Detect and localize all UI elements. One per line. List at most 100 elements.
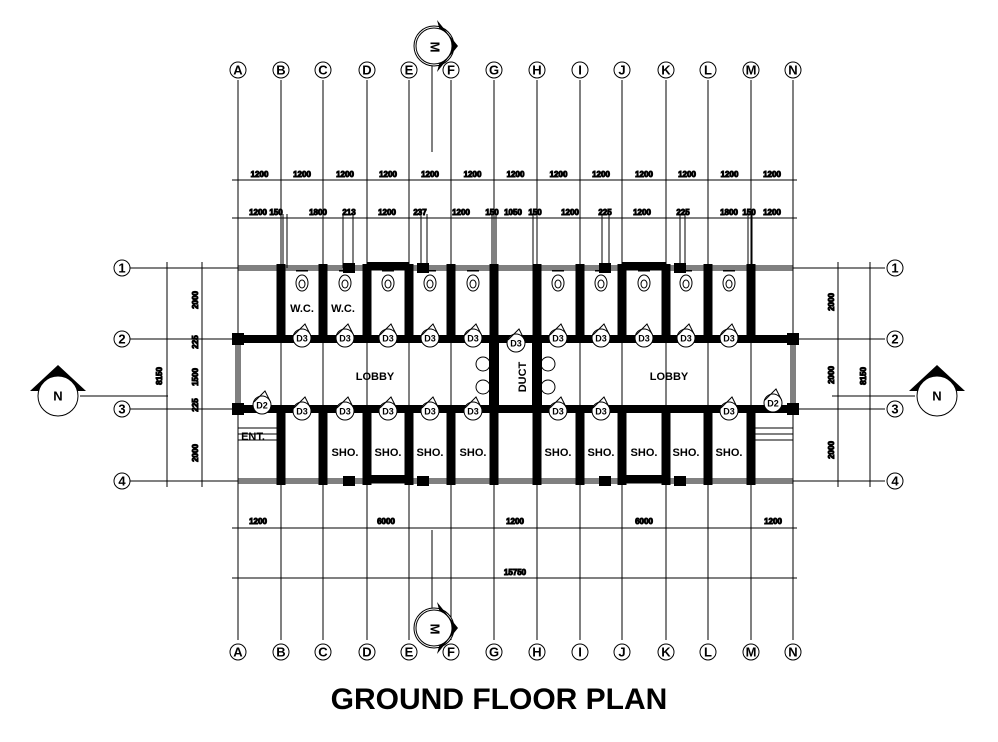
column xyxy=(417,263,429,273)
door-tag-circle xyxy=(763,393,783,413)
grid-label-n: N xyxy=(788,62,797,77)
wall xyxy=(489,264,499,343)
dim-value: 225 xyxy=(598,208,612,217)
wall xyxy=(703,405,713,485)
door-tag-circle xyxy=(548,401,568,421)
toilet-icon xyxy=(637,274,651,292)
toilet-icon xyxy=(722,274,736,292)
grid-bubble-d xyxy=(358,643,376,661)
drawing-title: GROUND FLOOR PLAN xyxy=(330,683,668,716)
room-label-shower: SHO. xyxy=(716,447,743,459)
grid-bubble-i xyxy=(571,643,589,661)
grid-bubble-h xyxy=(528,643,546,661)
door-swing xyxy=(379,396,397,409)
grid-label-a: A xyxy=(233,62,243,77)
grid-bubble-4 xyxy=(886,472,904,490)
dim-value: 1200 xyxy=(633,208,651,217)
column xyxy=(232,403,244,415)
grid-bubble-h xyxy=(528,61,546,79)
door-tag-circle xyxy=(252,395,272,415)
grid-label-e: E xyxy=(405,62,414,77)
dim-value: 1200 xyxy=(249,208,267,217)
door-tag-label: D3 xyxy=(552,333,564,343)
section-label: M xyxy=(428,624,443,635)
wall xyxy=(617,264,627,343)
grid-bubble-n xyxy=(784,61,802,79)
dim-value: 150 xyxy=(485,208,499,217)
grid-lines xyxy=(130,80,885,640)
grid-label-l: L xyxy=(704,62,712,77)
room-label-shower: SHO. xyxy=(332,447,359,459)
grid-bubble-e xyxy=(400,61,418,79)
wall xyxy=(532,339,542,409)
dim-value: 1800 xyxy=(720,208,738,217)
dim-value: 237 xyxy=(413,208,427,217)
grid-bubble-a xyxy=(229,61,247,79)
toilet-bowl xyxy=(384,279,392,289)
door-tag-label: D3 xyxy=(382,333,394,343)
dim-total: 15750 xyxy=(504,568,527,577)
wall xyxy=(276,264,286,343)
dim-value: 2000 xyxy=(827,441,836,459)
grid-label-1: 1 xyxy=(891,260,898,275)
dim-value: 150 xyxy=(528,208,542,217)
door-tag-label: D3 xyxy=(467,333,479,343)
wall xyxy=(404,264,414,343)
dim-value: 150 xyxy=(742,208,756,217)
grid-bubble-k xyxy=(657,61,675,79)
door-swing xyxy=(549,323,567,336)
wall xyxy=(661,405,671,485)
wall xyxy=(622,475,666,483)
toilet-icon xyxy=(381,274,395,292)
door-tag-circle xyxy=(591,328,611,348)
grid-bubble-g xyxy=(485,61,503,79)
door-tag-label: D2 xyxy=(256,400,268,410)
section-marker-fill xyxy=(416,28,452,64)
toilet-bowl xyxy=(298,279,306,289)
room-label-lobby: LOBBY xyxy=(650,371,689,383)
toilet-bowl xyxy=(341,279,349,289)
dim-value: 1200 xyxy=(251,170,269,179)
room-label-shower: SHO. xyxy=(417,447,444,459)
grid-label-d: D xyxy=(362,644,371,659)
dim-value: 225 xyxy=(676,208,690,217)
wall xyxy=(622,262,666,270)
wall xyxy=(276,405,286,485)
door-tag-circle xyxy=(292,401,312,421)
door-tag-circle xyxy=(378,401,398,421)
dim-value: 2000 xyxy=(827,293,836,311)
door-tag-circle xyxy=(719,328,739,348)
grid-label-g: G xyxy=(489,644,499,659)
toilet-bowl xyxy=(426,279,434,289)
duct-circle xyxy=(475,356,491,372)
wall xyxy=(703,264,713,343)
toilet-bowl xyxy=(469,279,477,289)
room-label-shower: SHO. xyxy=(588,447,615,459)
door-swing xyxy=(421,323,439,336)
dim-value: 1200 xyxy=(764,517,782,526)
wall xyxy=(661,264,671,343)
wall xyxy=(446,264,456,343)
dim-value: 6000 xyxy=(635,517,653,526)
toilet-icon xyxy=(551,274,565,292)
door-tag-label: D3 xyxy=(424,406,436,416)
grid-bubble-i xyxy=(571,61,589,79)
grid-bubble-b xyxy=(272,61,290,79)
grid-label-b: B xyxy=(276,62,285,77)
dim-total: 8150 xyxy=(155,367,164,385)
dim-value: 1200 xyxy=(464,170,482,179)
wall xyxy=(746,405,756,485)
door-swing xyxy=(293,323,311,336)
door-tag-circle xyxy=(335,401,355,421)
column xyxy=(674,476,686,486)
dim-value: 1200 xyxy=(293,170,311,179)
grid-label-d: D xyxy=(362,62,371,77)
toilet-bowl xyxy=(725,279,733,289)
dim-total: 8150 xyxy=(859,367,868,385)
grid-label-b: B xyxy=(276,644,285,659)
room-label-shower: SHO. xyxy=(375,447,402,459)
grid-bubble-d xyxy=(358,61,376,79)
grid-label-j: J xyxy=(618,644,625,659)
